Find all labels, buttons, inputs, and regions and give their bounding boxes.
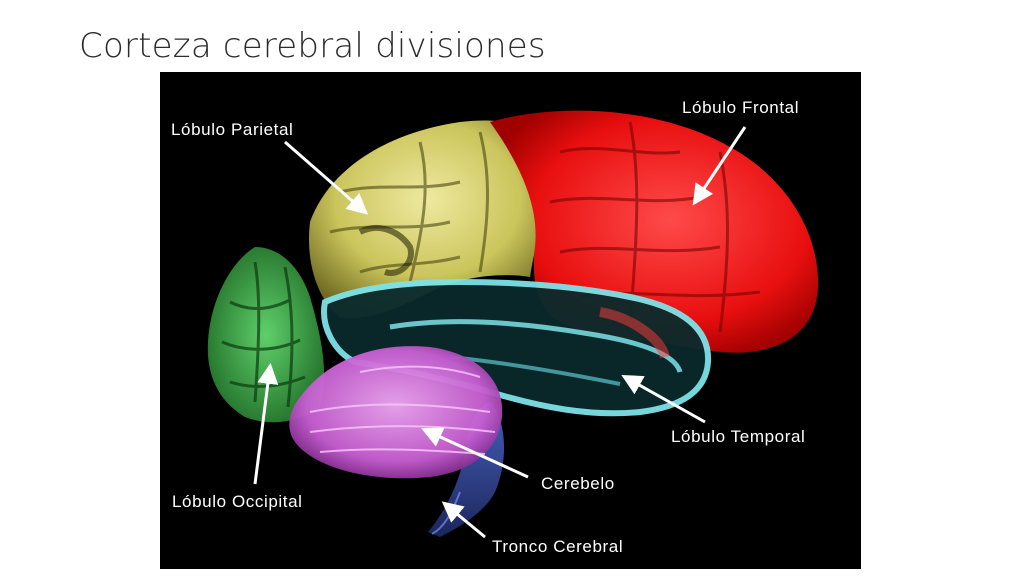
label-cerebellum: Cerebelo bbox=[541, 474, 615, 493]
brain-illustration bbox=[207, 110, 819, 539]
arrow-cerebellum bbox=[421, 427, 529, 479]
label-temporal: Lóbulo Temporal bbox=[671, 427, 806, 446]
label-occipital: Lóbulo Occipital bbox=[172, 492, 303, 511]
label-frontal: Lóbulo Frontal bbox=[682, 98, 800, 117]
label-parietal: Lóbulo Parietal bbox=[171, 120, 294, 139]
cerebellum-region bbox=[289, 346, 503, 479]
arrow-temporal bbox=[621, 374, 706, 424]
arrow-brainstem bbox=[441, 501, 486, 539]
arrow-parietal bbox=[284, 140, 369, 215]
parietal-region bbox=[309, 120, 547, 318]
arrow-occipital bbox=[253, 362, 279, 485]
arrow-frontal bbox=[692, 126, 747, 206]
slide-title: Corteza cerebral divisiones bbox=[79, 26, 546, 66]
brain-diagram: Lóbulo Parietal Lóbulo Frontal Lóbulo Te… bbox=[160, 72, 861, 569]
label-brainstem: Tronco Cerebral bbox=[492, 537, 624, 556]
